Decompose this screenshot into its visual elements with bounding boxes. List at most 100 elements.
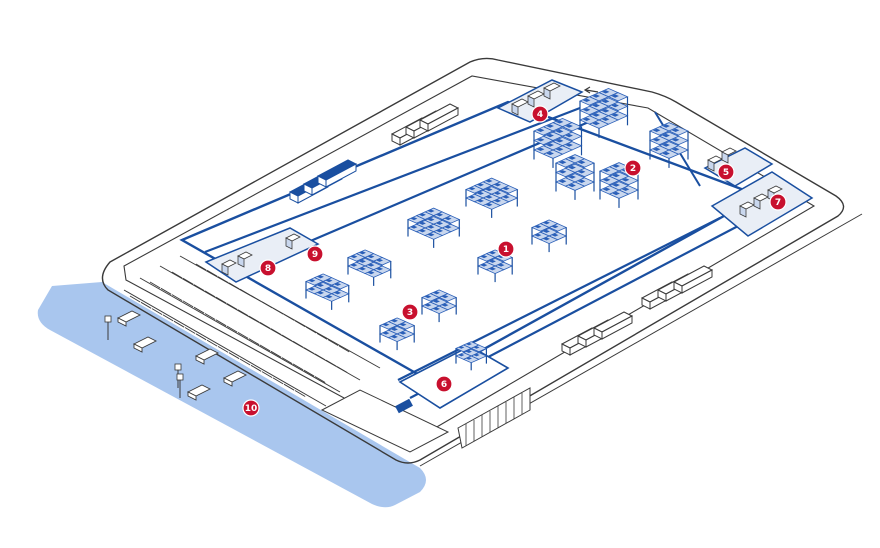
rack-block <box>347 249 392 286</box>
pallet-load <box>543 237 550 241</box>
pallet-load <box>427 209 435 213</box>
equipment-front <box>543 87 551 100</box>
pallet-load <box>565 143 573 147</box>
pallet-load <box>477 199 484 203</box>
pallet-load <box>662 133 670 138</box>
pallet-load <box>424 303 432 307</box>
pallet-load <box>376 258 384 262</box>
rack-shelf <box>485 265 505 274</box>
car <box>194 348 220 365</box>
pallet-load <box>480 255 488 259</box>
pallet-load <box>601 90 610 94</box>
marker-badge <box>531 105 549 123</box>
marker-2: 2 <box>624 159 642 177</box>
parking-lane <box>159 265 361 381</box>
marker-label: 7 <box>775 198 781 208</box>
pallet-load <box>441 303 449 307</box>
parking-space-line <box>237 332 249 339</box>
pallet-load <box>367 255 375 259</box>
marker-badge <box>306 245 324 263</box>
parking-space-line <box>226 325 238 333</box>
marker-label: 8 <box>265 264 271 274</box>
pallet-load <box>325 279 333 283</box>
pallet-load <box>468 195 476 199</box>
marker-label: 9 <box>312 250 318 260</box>
rack-block <box>531 219 568 253</box>
marker-badge <box>769 193 787 211</box>
parking-lot <box>123 255 381 407</box>
pallet-load <box>410 225 418 229</box>
marker-1: 1 <box>497 240 515 258</box>
truck-side <box>681 269 713 294</box>
parking-space-line <box>327 339 339 346</box>
pallet-load <box>568 175 576 179</box>
pallet-load <box>489 259 496 263</box>
equipment-front <box>739 205 747 218</box>
pallet-load <box>582 117 591 121</box>
pallet-load <box>601 99 610 104</box>
car-front <box>223 377 233 387</box>
pallet-load <box>671 128 680 132</box>
pallet-load <box>671 147 680 151</box>
equipment-front <box>721 151 729 164</box>
pallet-load <box>419 229 426 233</box>
pallet-load <box>419 221 426 225</box>
pallet-load <box>317 283 324 287</box>
rack-block <box>455 341 488 371</box>
parking-space-line <box>140 301 152 309</box>
parking-lane <box>139 277 341 393</box>
pallet-load <box>436 213 444 217</box>
pallet-load <box>546 143 554 147</box>
pallet-load <box>612 191 620 196</box>
pallet-load <box>399 331 407 335</box>
pallet-load <box>427 225 435 229</box>
parking-space-line <box>206 339 218 347</box>
pallet-load <box>382 323 390 327</box>
equipment-front <box>707 159 715 172</box>
pallet-load <box>494 183 502 187</box>
pallet-load <box>391 319 398 323</box>
truck-side <box>427 107 459 132</box>
parking-space-line <box>338 345 350 353</box>
pallet-load <box>555 129 564 134</box>
pallet-load <box>465 342 472 346</box>
aisle-top <box>204 106 581 254</box>
pallet-load <box>485 188 493 192</box>
pallet-load <box>546 124 554 128</box>
pallet-load <box>427 218 435 222</box>
pallet-load <box>334 291 342 295</box>
pallet-load <box>317 291 324 295</box>
equipment-front <box>527 95 535 108</box>
pallet-load <box>652 128 661 132</box>
rack-shelf <box>588 119 610 129</box>
parking-space-line <box>259 344 271 352</box>
rack-block <box>421 289 458 323</box>
marker-label: 10 <box>245 404 258 414</box>
parking-space-line <box>281 357 293 364</box>
truck-side <box>601 315 633 340</box>
pallet-load <box>334 282 342 286</box>
pallet-load <box>410 217 418 221</box>
pallet-load <box>433 299 440 303</box>
equipment-front <box>753 197 761 210</box>
pallet-load <box>367 271 375 275</box>
marker-badge <box>497 240 515 258</box>
parking-space-line <box>239 358 251 366</box>
parking-lane <box>179 255 381 369</box>
zone-4-area <box>496 79 584 123</box>
storage-racks <box>305 87 689 371</box>
pallet-load <box>662 151 670 156</box>
parking-space-line <box>316 332 328 340</box>
marker-badge <box>717 163 735 181</box>
pallet-load <box>485 179 493 183</box>
vehicles <box>104 82 783 401</box>
parking-lane <box>123 289 327 407</box>
pallet-load <box>602 168 611 172</box>
rack-block <box>465 177 519 218</box>
parking-space-line <box>283 383 295 391</box>
pallet-load <box>308 279 316 283</box>
rack-block <box>579 87 629 138</box>
car <box>116 310 142 327</box>
car <box>186 384 212 401</box>
